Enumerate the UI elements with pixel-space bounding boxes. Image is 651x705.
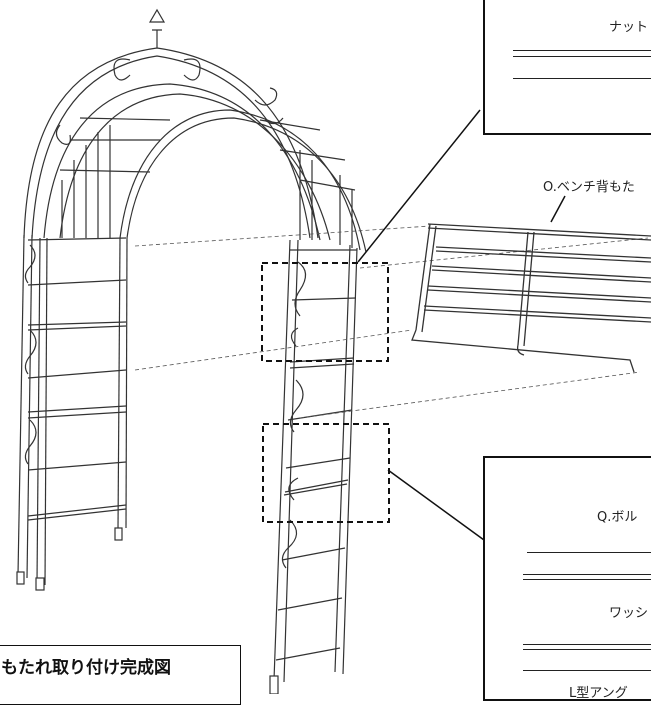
nut-rule-3	[513, 78, 651, 79]
bolt-rule-3	[523, 579, 651, 580]
washer-rule-3	[523, 670, 651, 671]
nut-label: ナット	[609, 20, 649, 35]
hardware-callout-top: ナット	[483, 0, 651, 135]
bolt-rule	[527, 552, 651, 553]
completed-assembly-title: もたれ取り付け完成図	[1, 658, 171, 678]
hardware-callout-bottom: Q.ボル ワッシ L型アング	[483, 456, 651, 701]
left-pillar	[16, 234, 128, 591]
leader-lines	[357, 109, 566, 541]
arch-top	[23, 8, 367, 253]
washer-rule-1	[523, 644, 651, 645]
completed-assembly-callout: もたれ取り付け完成図	[0, 645, 241, 705]
bench-back-part	[411, 223, 651, 373]
washer-rule-2	[523, 649, 651, 650]
nut-rule-2	[513, 56, 651, 57]
attach-point-box-lower	[262, 423, 390, 523]
bracket-label: L型アング	[569, 686, 628, 701]
attach-point-box-upper	[261, 262, 389, 362]
bolt-label: Q.ボル	[597, 510, 638, 525]
right-pillar	[269, 239, 358, 694]
bolt-rule-2	[523, 574, 651, 575]
bench-back-label: O.ベンチ背もた	[543, 180, 635, 195]
washer-label: ワッシ	[609, 606, 649, 621]
nut-rule-1	[513, 50, 651, 51]
projection-lines	[134, 225, 649, 419]
